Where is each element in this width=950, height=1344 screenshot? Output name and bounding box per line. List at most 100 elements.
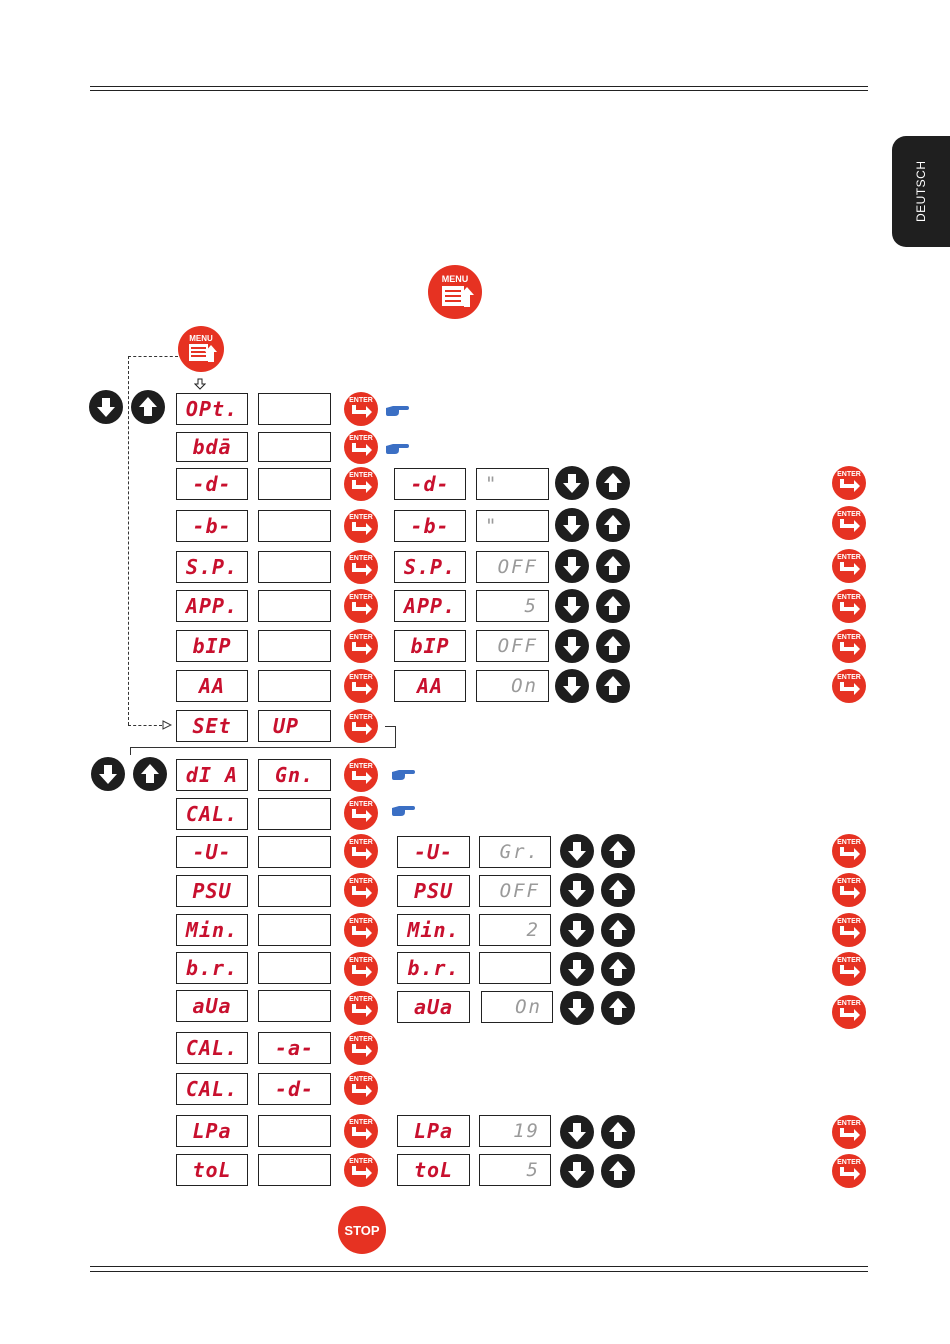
- display-value-code: LPa: [397, 1115, 470, 1147]
- enter-button[interactable]: ENTER: [344, 1031, 378, 1065]
- arrow-up-icon: [604, 515, 622, 534]
- bottom-rule: [90, 1266, 868, 1267]
- enter-button[interactable]: ENTER: [832, 506, 866, 540]
- display-value-code: -U-: [397, 836, 470, 868]
- enter-button[interactable]: ENTER: [344, 509, 378, 543]
- arrow-up-icon: [141, 764, 159, 783]
- up-arrow-button[interactable]: [133, 757, 167, 791]
- up-arrow-button[interactable]: [601, 1154, 635, 1188]
- enter-button[interactable]: ENTER: [832, 995, 866, 1029]
- enter-button[interactable]: ENTER: [344, 467, 378, 501]
- arrow-up-icon: [604, 636, 622, 655]
- display-code: LPa: [176, 1115, 248, 1147]
- up-arrow-button[interactable]: [601, 873, 635, 907]
- display-blank: [258, 590, 331, 622]
- loop-line-left: [128, 356, 129, 725]
- enter-button[interactable]: ENTER: [832, 834, 866, 868]
- menu-button-large[interactable]: MENU: [428, 265, 482, 319]
- enter-label: ENTER: [837, 634, 861, 641]
- enter-label: ENTER: [349, 634, 373, 641]
- enter-label: ENTER: [837, 674, 861, 681]
- enter-button[interactable]: ENTER: [832, 549, 866, 583]
- enter-button[interactable]: ENTER: [344, 1153, 378, 1187]
- connector-h2: [130, 747, 396, 748]
- down-arrow-button[interactable]: [555, 589, 589, 623]
- up-arrow-button[interactable]: [596, 629, 630, 663]
- enter-label: ENTER: [837, 511, 861, 518]
- display-sub: Gn.: [258, 759, 331, 791]
- up-arrow-button[interactable]: [601, 834, 635, 868]
- enter-button[interactable]: ENTER: [832, 466, 866, 500]
- enter-button[interactable]: ENTER: [832, 913, 866, 947]
- enter-button[interactable]: ENTER: [344, 1114, 378, 1148]
- down-arrow-button[interactable]: [560, 913, 594, 947]
- up-arrow-button[interactable]: [596, 549, 630, 583]
- up-arrow-button[interactable]: [601, 952, 635, 986]
- down-arrow-button[interactable]: [560, 991, 594, 1025]
- enter-button[interactable]: ENTER: [344, 1071, 378, 1105]
- enter-label: ENTER: [349, 472, 373, 479]
- arrow-up-icon: [609, 959, 627, 978]
- enter-button[interactable]: ENTER: [344, 796, 378, 830]
- down-arrow-button[interactable]: [560, 952, 594, 986]
- enter-button[interactable]: ENTER: [832, 1154, 866, 1188]
- arrow-up-icon: [609, 841, 627, 860]
- down-arrow-button[interactable]: [555, 549, 589, 583]
- enter-button[interactable]: ENTER: [832, 952, 866, 986]
- enter-button[interactable]: ENTER: [344, 991, 378, 1025]
- down-arrow-button[interactable]: [560, 834, 594, 868]
- display-blank: [258, 630, 331, 662]
- down-arrow-button[interactable]: [560, 1154, 594, 1188]
- enter-arrow-icon: [352, 642, 372, 655]
- up-arrow-button[interactable]: [131, 390, 165, 424]
- enter-button[interactable]: ENTER: [832, 589, 866, 623]
- display-code: CAL.: [176, 1032, 248, 1064]
- down-arrow-button[interactable]: [89, 390, 123, 424]
- menu-button-small[interactable]: MENU: [178, 326, 224, 372]
- enter-button[interactable]: ENTER: [832, 669, 866, 703]
- enter-button[interactable]: ENTER: [344, 430, 378, 464]
- language-tab[interactable]: DEUTSCH: [892, 136, 950, 247]
- up-arrow-button[interactable]: [596, 669, 630, 703]
- enter-arrow-icon: [352, 926, 372, 939]
- enter-button[interactable]: ENTER: [832, 629, 866, 663]
- enter-label: ENTER: [837, 878, 861, 885]
- down-arrow-button[interactable]: [555, 466, 589, 500]
- display-value: OFF: [479, 875, 551, 907]
- down-arrow-button[interactable]: [555, 629, 589, 663]
- enter-button[interactable]: ENTER: [344, 392, 378, 426]
- down-arrow-button[interactable]: [555, 669, 589, 703]
- display-value-code: toL: [397, 1154, 470, 1186]
- arrow-down-icon: [568, 1123, 586, 1142]
- down-arrow-button[interactable]: [560, 1115, 594, 1149]
- up-arrow-button[interactable]: [601, 991, 635, 1025]
- enter-button[interactable]: ENTER: [344, 669, 378, 703]
- enter-label: ENTER: [349, 996, 373, 1003]
- enter-label: ENTER: [837, 594, 861, 601]
- down-arrow-button[interactable]: [91, 757, 125, 791]
- up-arrow-button[interactable]: [601, 1115, 635, 1149]
- enter-button[interactable]: ENTER: [344, 550, 378, 584]
- enter-arrow-icon: [352, 405, 372, 418]
- enter-button[interactable]: ENTER: [344, 589, 378, 623]
- up-arrow-button[interactable]: [596, 466, 630, 500]
- enter-button[interactable]: ENTER: [832, 873, 866, 907]
- enter-arrow-icon: [352, 480, 372, 493]
- enter-button[interactable]: ENTER: [344, 709, 378, 743]
- enter-button[interactable]: ENTER: [344, 873, 378, 907]
- enter-button[interactable]: ENTER: [344, 913, 378, 947]
- display-value: [479, 952, 551, 984]
- display-code: -b-: [176, 510, 248, 542]
- stop-button[interactable]: STOP: [338, 1206, 386, 1254]
- enter-arrow-icon: [840, 847, 860, 860]
- enter-button[interactable]: ENTER: [344, 952, 378, 986]
- down-arrow-button[interactable]: [560, 873, 594, 907]
- up-arrow-button[interactable]: [601, 913, 635, 947]
- up-arrow-button[interactable]: [596, 508, 630, 542]
- enter-button[interactable]: ENTER: [344, 758, 378, 792]
- down-arrow-button[interactable]: [555, 508, 589, 542]
- enter-button[interactable]: ENTER: [344, 629, 378, 663]
- enter-button[interactable]: ENTER: [832, 1115, 866, 1149]
- up-arrow-button[interactable]: [596, 589, 630, 623]
- enter-button[interactable]: ENTER: [344, 834, 378, 868]
